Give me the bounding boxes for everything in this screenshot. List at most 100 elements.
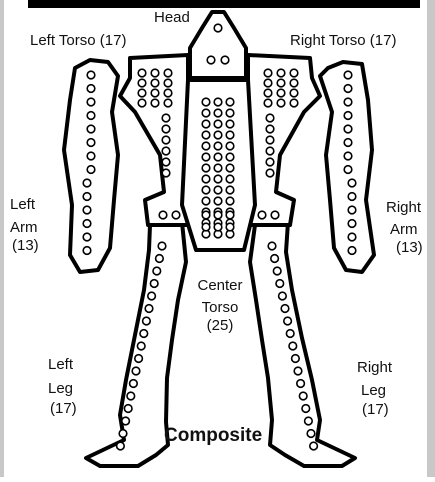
left-arm-pip (83, 220, 91, 228)
center-torso-pip (226, 120, 234, 128)
label-left-torso: Left Torso (17) (30, 33, 126, 48)
center-torso-pip (226, 153, 234, 161)
center-torso-pip (214, 186, 222, 194)
left-leg-pip (132, 367, 140, 375)
right-torso-pip (264, 89, 272, 97)
center-torso-pip (226, 109, 234, 117)
left-arm-pip (87, 152, 95, 160)
label-left-leg-3: (17) (50, 401, 77, 416)
right-torso-pip (277, 99, 285, 107)
center-torso-pip (214, 211, 222, 219)
center-torso-pip (226, 197, 234, 205)
right-arm-pip (344, 98, 352, 106)
label-left-arm-2: Arm (10, 220, 38, 235)
right-torso-pip (264, 79, 272, 87)
right-leg-pip (284, 317, 292, 325)
right-arm-pip (348, 220, 356, 228)
right-leg-pip (307, 430, 315, 438)
right-arm-pip (348, 206, 356, 214)
left-torso-pip (164, 99, 172, 107)
left-arm-pip (83, 179, 91, 187)
right-torso-pip (266, 114, 274, 122)
label-composite: Composite (164, 426, 262, 445)
center-torso-pip (202, 142, 210, 150)
right-arm-pip (348, 179, 356, 187)
right-arm-pip (344, 139, 352, 147)
top-bar (28, 0, 420, 8)
right-torso-pip (264, 99, 272, 107)
right-arm-pip (344, 85, 352, 93)
left-frame (0, 0, 4, 477)
right-torso-pip (258, 211, 266, 219)
center-torso-pip (226, 223, 234, 231)
label-left-leg-2: Leg (48, 381, 73, 396)
right-arm-pip (348, 247, 356, 255)
right-leg-pip (286, 330, 294, 338)
right-leg-pip (276, 280, 284, 288)
left-leg-pip (137, 342, 145, 350)
right-torso-pip (277, 89, 285, 97)
label-center-torso-1: Center (190, 278, 250, 293)
right-leg-pip (299, 392, 307, 400)
right-torso-pip (277, 79, 285, 87)
center-torso-pip (214, 175, 222, 183)
right-arm-pip (344, 125, 352, 133)
label-right-leg-2: Leg (361, 383, 386, 398)
left-torso-pip (159, 211, 167, 219)
center-torso-pip (214, 223, 222, 231)
center-torso-pip (214, 98, 222, 106)
label-left-arm-1: Left (10, 197, 35, 212)
right-torso-pip (271, 211, 279, 219)
right-leg-pip (305, 417, 313, 425)
right-torso-pip (266, 136, 274, 144)
right-leg-pip (271, 255, 279, 263)
right-leg-pip (297, 380, 305, 388)
left-torso-pip (162, 158, 170, 166)
right-torso-pip (290, 69, 298, 77)
right-arm-pip (344, 71, 352, 79)
left-arm-pip (87, 125, 95, 133)
center-torso-pip (214, 153, 222, 161)
center-torso-pip (202, 153, 210, 161)
head (190, 12, 246, 78)
center-torso-pip (226, 164, 234, 172)
right-torso-pip (266, 147, 274, 155)
left-arm-pip (87, 71, 95, 79)
center-torso-pip (202, 120, 210, 128)
left-arm-pip (87, 98, 95, 106)
center-torso-pip (214, 164, 222, 172)
right-torso-pip (290, 89, 298, 97)
right-leg-pip (294, 367, 302, 375)
label-right-arm-1: Right (386, 200, 421, 215)
center-torso-pip (226, 186, 234, 194)
right-arm-pip (344, 152, 352, 160)
center-torso-pip (226, 98, 234, 106)
left-arm-pip (87, 139, 95, 147)
label-center-torso-2: Torso (190, 300, 250, 315)
left-torso-pip (162, 125, 170, 133)
label-right-arm-2: Arm (390, 222, 418, 237)
center-torso-pip (226, 142, 234, 150)
right-torso-pip (266, 169, 274, 177)
left-leg-pip (127, 392, 135, 400)
right-arm-pip (344, 166, 352, 174)
right-leg-pip (279, 292, 287, 300)
right-torso-pip (277, 69, 285, 77)
right-leg-pip (292, 355, 300, 363)
label-left-leg-1: Left (48, 357, 73, 372)
left-torso-pip (151, 79, 159, 87)
left-torso-pip (138, 99, 146, 107)
left-torso-pip (151, 89, 159, 97)
left-torso-pip (162, 136, 170, 144)
center-torso-pip (214, 131, 222, 139)
right-leg-pip (302, 405, 310, 413)
label-right-arm-3: (13) (396, 240, 423, 255)
left-leg-pip (140, 330, 148, 338)
center-torso-pip (202, 164, 210, 172)
left-torso-pip (164, 79, 172, 87)
center-torso-pip (202, 175, 210, 183)
left-leg-pip (150, 280, 158, 288)
left-leg-pip (122, 417, 130, 425)
label-left-arm-3: (13) (12, 238, 39, 253)
left-leg-pip (153, 267, 161, 275)
